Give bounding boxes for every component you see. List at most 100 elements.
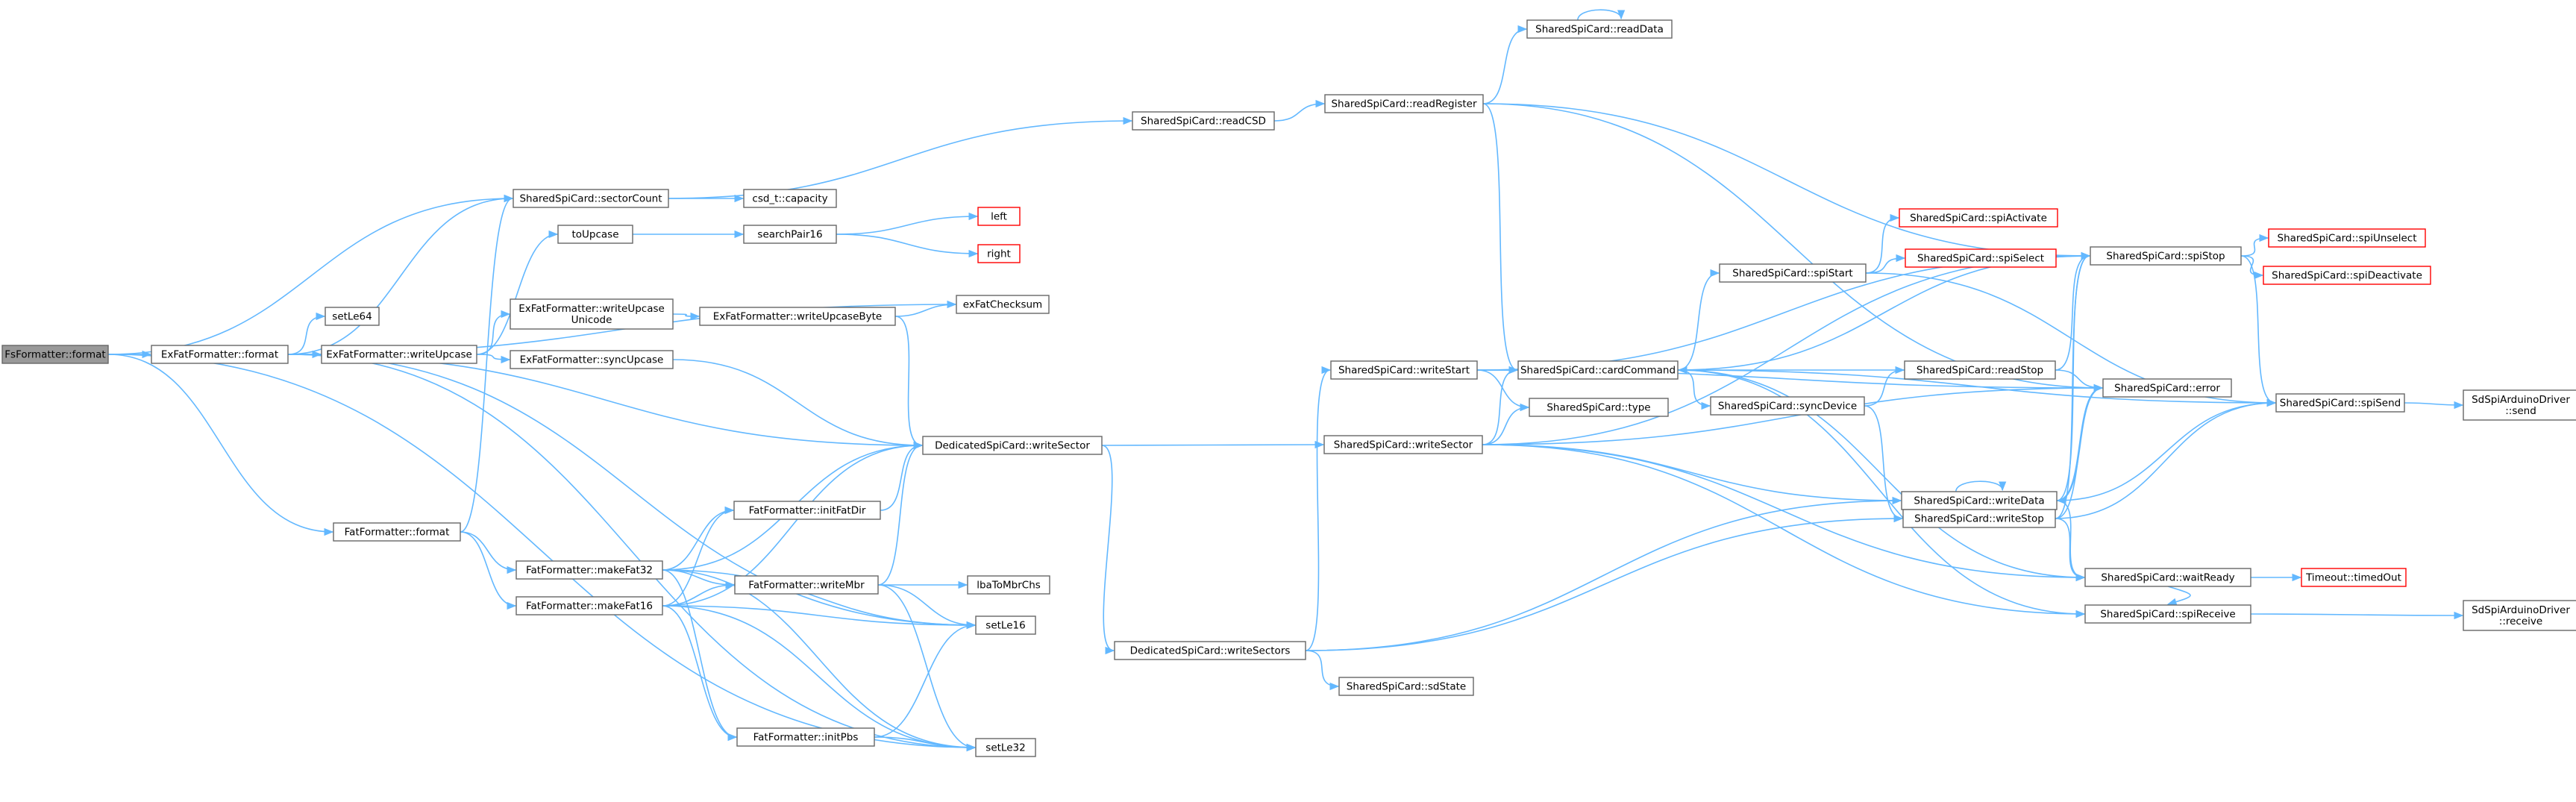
node-box [975,615,1036,635]
nodes-layer: FsFormatter::format ExFatFormatter::forma… [1,19,2576,757]
node-type[interactable]: SharedSpiCard::type [1529,398,1669,417]
edge-writeData-to-writeData [1955,480,2007,492]
node-spiDeactivate[interactable]: SharedSpiCard::spiDeactivate [2263,266,2431,285]
node-writeStart[interactable]: SharedSpiCard::writeStart [1330,360,1478,380]
node-waitReady[interactable]: SharedSpiCard::waitReady [2084,568,2251,587]
node-label: left [991,211,1007,223]
edge-sWriteSector-to-error [1482,383,2104,445]
node-label: DedicatedSpiCard::writeSector [935,440,1090,452]
node-label: SharedSpiCard::readData [1535,24,1664,36]
edge-writeStop-to-spiSend [2055,398,2277,519]
edge-spiStart-to-spiSelect [1865,254,1906,274]
node-setLe16[interactable]: setLe16 [975,615,1036,635]
edge-spiReceive-to-sdReceive [2250,611,2464,620]
node-label: ExFatFormatter::format [161,349,278,361]
node-box [2463,389,2576,421]
edge-spiSend-to-sdSend [2404,401,2464,410]
edge-readData-to-readData [1577,9,1626,21]
node-syncUpcase[interactable]: ExFatFormatter::syncUpcase [510,350,674,369]
node-box [977,244,1021,263]
node-label: SharedSpiCard::type [1546,402,1650,414]
node-fsfmt[interactable]: FsFormatter::format [1,345,109,364]
node-box [956,295,1050,314]
node-spiActivate[interactable]: SharedSpiCard::spiActivate [1899,208,2058,228]
node-csdCapacity[interactable]: csd_t::capacity [743,189,837,208]
node-spiReceive[interactable]: SharedSpiCard::spiReceive [2084,604,2251,624]
node-lbaToMbrChs[interactable]: lbaToMbrChs [967,575,1050,595]
node-syncDevice[interactable]: SharedSpiCard::syncDevice [1710,396,1865,416]
node-searchPair16[interactable]: searchPair16 [743,225,837,244]
node-readCSD[interactable]: SharedSpiCard::readCSD [1132,111,1275,131]
node-readRegister[interactable]: SharedSpiCard::readRegister [1324,94,1484,113]
node-toUpcase[interactable]: toUpcase [557,225,633,244]
node-sWriteSector[interactable]: SharedSpiCard::writeSector [1323,435,1483,454]
node-makeFat16[interactable]: FatFormatter::makeFat16 [515,596,663,615]
node-label: ExFatFormatter::writeUpcaseByte [713,311,882,323]
edge-makeFat16-to-initFatDir [662,506,735,607]
node-spiSelect[interactable]: SharedSpiCard::spiSelect [1905,248,2057,268]
node-initFatDir[interactable]: FatFormatter::initFatDir [733,501,881,520]
edge-writeMbr-to-dWriteSector [877,441,924,586]
node-label: SharedSpiCard::writeData [1914,495,2044,507]
node-error[interactable]: SharedSpiCard::error [2102,378,2232,398]
node-box [2268,228,2426,248]
node-cardCommand[interactable]: SharedSpiCard::cardCommand [1517,360,1679,380]
node-dWriteSectors[interactable]: DedicatedSpiCard::writeSectors [1114,641,1306,660]
edge-readCSD-to-readRegister [1273,99,1326,122]
node-readData[interactable]: SharedSpiCard::readData [1526,19,1673,39]
node-spiUnselect[interactable]: SharedSpiCard::spiUnselect [2268,228,2426,248]
node-box [1323,435,1483,454]
node-readStop[interactable]: SharedSpiCard::readStop [1904,360,2056,380]
node-label: lbaToMbrChs [977,580,1041,592]
node-box [1114,641,1306,660]
node-setLe32[interactable]: setLe32 [975,738,1036,757]
node-box [2275,393,2405,413]
node-label: SharedSpiCard::spiActivate [1910,213,2047,225]
node-initPbs[interactable]: FatFormatter::initPbs [736,727,875,747]
node-setLe64[interactable]: setLe64 [325,307,380,326]
node-label: ExFatFormatter::writeUpcase [518,303,665,315]
node-writeUpcaseByte[interactable]: ExFatFormatter::writeUpcaseByte [699,307,896,326]
node-label: SharedSpiCard::cardCommand [1520,365,1676,377]
node-writeData[interactable]: SharedSpiCard::writeData [1901,491,2058,510]
node-box [1899,208,2058,228]
node-right[interactable]: right [977,244,1021,263]
node-writeUpcase[interactable]: ExFatFormatter::writeUpcase [321,345,477,364]
node-box [743,225,837,244]
edge-spiStart-to-spiActivate [1865,213,1900,274]
node-box [333,522,461,542]
node-writeStop[interactable]: SharedSpiCard::writeStop [1902,509,2056,528]
node-writeMbr[interactable]: FatFormatter::writeMbr [734,575,879,595]
node-spiStop[interactable]: SharedSpiCard::spiStop [2090,246,2242,266]
node-fatfmt[interactable]: FatFormatter::format [333,522,461,542]
node-sdState[interactable]: SharedSpiCard::sdState [1338,677,1474,696]
node-box [2263,266,2431,285]
node-label: SharedSpiCard::readCSD [1141,116,1266,128]
edge-cardCommand-to-spiSend [1677,369,2277,407]
edge-fsfmt-to-fatfmt [107,354,334,536]
edge-error-to-writeData [2056,387,2104,505]
node-exfmt[interactable]: ExFatFormatter::format [151,345,289,364]
edge-writeStop-to-waitReady [2055,518,2086,582]
node-label: Timeout::timedOut [2305,572,2401,584]
node-spiStart[interactable]: SharedSpiCard::spiStart [1719,263,1867,283]
node-label: ExFatFormatter::writeUpcase [326,349,472,361]
node-timedOut[interactable]: Timeout::timedOut [2301,568,2407,587]
node-sdSend[interactable]: SdSpiArduinoDriver::send [2463,389,2576,421]
edge-searchPair16-to-right [836,234,979,258]
node-box [557,225,633,244]
node-label: setLe64 [332,311,372,323]
node-label: SharedSpiCard::spiStart [1732,268,1852,280]
node-sdReceive[interactable]: SdSpiArduinoDriver::receive [2463,600,2576,631]
node-box [1338,677,1474,696]
node-makeFat32[interactable]: FatFormatter::makeFat32 [515,560,663,580]
node-label: FatFormatter::format [345,527,450,539]
node-spiSend[interactable]: SharedSpiCard::spiSend [2275,393,2405,413]
node-dWriteSector[interactable]: DedicatedSpiCard::writeSector [922,436,1103,455]
node-sectorCount[interactable]: SharedSpiCard::sectorCount [513,189,669,208]
node-exFatChecksum[interactable]: exFatChecksum [956,295,1050,314]
node-box [1719,263,1867,283]
node-label: setLe16 [985,620,1025,632]
node-left[interactable]: left [977,207,1021,226]
